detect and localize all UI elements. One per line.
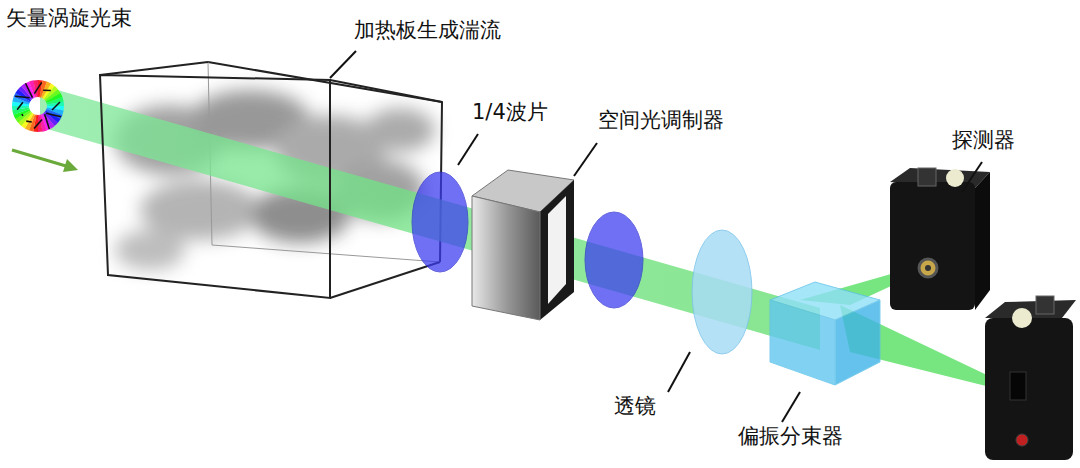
leader-lines: [330, 51, 982, 422]
quarter-wave-plate: [585, 212, 643, 308]
polarization-mark: [34, 119, 42, 128]
polarization-mark: [46, 113, 61, 117]
polarization-mark: [21, 114, 23, 116]
quarter-wave-plate: [412, 172, 468, 272]
polarization-mark: [52, 102, 60, 110]
turbulence-box-front: [100, 62, 442, 298]
polarization-mark: [43, 90, 51, 92]
polarization-mark: [45, 114, 50, 129]
detector: [890, 168, 990, 310]
lens: [692, 230, 752, 354]
polarization-mark: [17, 102, 23, 110]
spatial-light-modulator: [472, 170, 574, 320]
part-label: 1/4波片: [470, 100, 550, 125]
polarizing-beam-splitter: [770, 282, 880, 385]
polarization-mark: [26, 83, 33, 97]
part-label: 偏振分束器: [736, 424, 845, 449]
vortex-beam-icon: [12, 80, 64, 132]
part-label: 空间光调制器: [596, 108, 726, 133]
part-label: 矢量涡旋光束: [4, 6, 134, 31]
polarization-mark: [53, 96, 55, 98]
part-label: 透镜: [612, 394, 658, 419]
part-label: 探测器: [950, 128, 1017, 153]
polarization-mark: [34, 82, 41, 93]
part-label: 加热板生成湍流: [352, 18, 503, 43]
polarization-mark: [26, 120, 32, 123]
direction-arrow: [12, 150, 78, 172]
detector: [985, 296, 1076, 460]
polarization-mark: [15, 96, 29, 97]
